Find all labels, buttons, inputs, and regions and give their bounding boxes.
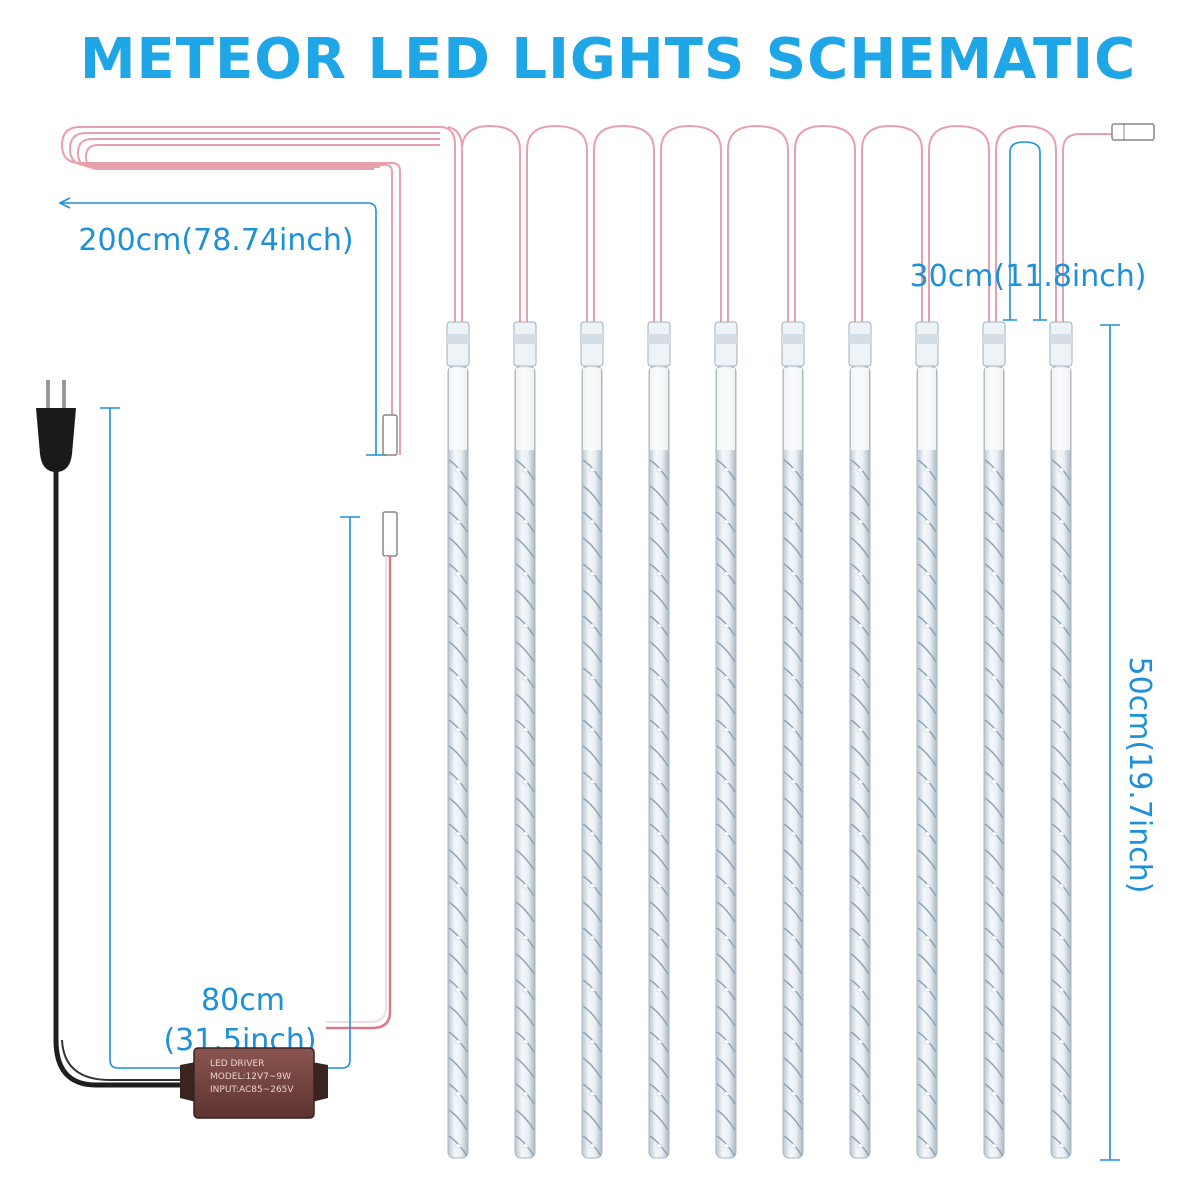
meteor-tube xyxy=(1049,321,1073,1159)
meteor-tube xyxy=(513,321,537,1159)
spacing-dimension-label: 30cm(11.8inch) xyxy=(910,259,1147,294)
driver-cable-dimension-marker xyxy=(100,407,360,1069)
input-connector xyxy=(382,511,398,557)
led-driver-box: LED DRIVER MODEL:12V7~9W INPUT:AC85~265V xyxy=(180,1047,328,1119)
driver-label-line1: LED DRIVER xyxy=(210,1059,264,1069)
extension-dimension-marker xyxy=(58,197,386,456)
tube-link-wires xyxy=(439,124,1118,330)
meteor-tube xyxy=(647,321,671,1159)
driver-cable-dimension-label-1: 80cm xyxy=(201,983,285,1018)
meteor-tube xyxy=(446,321,470,1159)
power-plug-icon xyxy=(36,380,76,472)
meteor-tube xyxy=(580,321,604,1159)
meteor-tube xyxy=(915,321,939,1159)
driver-label-line3: INPUT:AC85~265V xyxy=(210,1085,294,1095)
extension-connector xyxy=(382,414,398,456)
meteor-tube xyxy=(982,321,1006,1159)
tube-length-dimension-label: 50cm(19.7inch) xyxy=(1122,657,1157,894)
end-connector xyxy=(1111,123,1155,141)
page-title: METEOR LED LIGHTS SCHEMATIC xyxy=(80,27,1136,92)
extension-dimension-label: 200cm(78.74inch) xyxy=(78,223,353,258)
power-cord xyxy=(53,470,190,1088)
meteor-tubes xyxy=(446,321,1073,1159)
spacing-dimension-marker xyxy=(1003,141,1047,321)
tube-length-dimension-marker xyxy=(1100,324,1120,1161)
meteor-tube xyxy=(781,321,805,1159)
meteor-tube xyxy=(848,321,872,1159)
driver-label-line2: MODEL:12V7~9W xyxy=(210,1072,291,1082)
driver-output-wire xyxy=(326,556,392,1030)
meteor-tube xyxy=(714,321,738,1159)
extension-cable-coil xyxy=(60,126,440,455)
